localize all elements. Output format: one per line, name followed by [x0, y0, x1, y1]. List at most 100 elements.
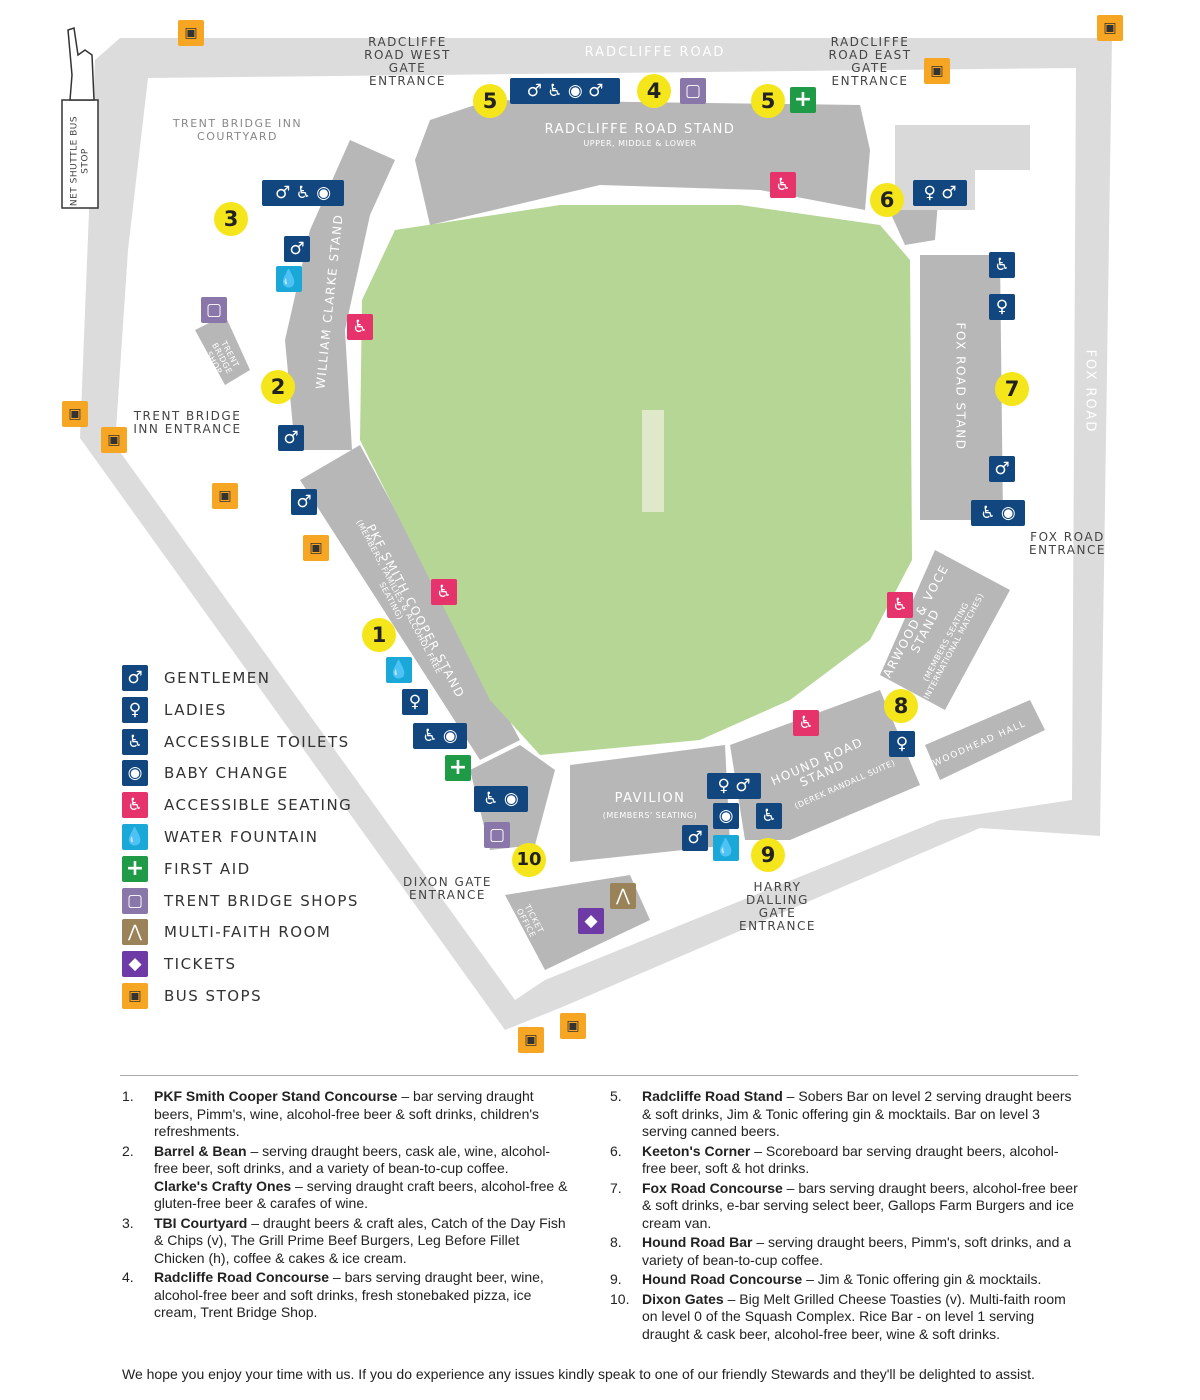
- venue-number: 1.: [122, 1088, 134, 1104]
- shop-bag-icon: ▢: [201, 297, 227, 323]
- praying-hands-icon: ⋀: [610, 883, 636, 909]
- venue-name: PKF Smith Cooper Stand Concourse: [154, 1088, 398, 1104]
- accessible-toilet-icon: ♿: [989, 252, 1015, 278]
- water-fountain-icon: 💧: [713, 835, 739, 861]
- legend-label: TICKETS: [164, 955, 237, 974]
- tb-shop-block: [195, 315, 250, 385]
- venue-marker-6[interactable]: 6: [870, 183, 904, 217]
- road-fox: FOX ROAD: [1082, 349, 1098, 434]
- divider: [120, 1075, 1078, 1076]
- venue-name: Barrel & Bean: [154, 1142, 247, 1159]
- praying-hands-icon: ⋀: [122, 919, 148, 946]
- toilets-icon: ♀ ♂: [913, 180, 967, 206]
- venue-item-10: 10.Dixon Gates – Big Melt Grilled Cheese…: [610, 1291, 1080, 1344]
- legend-label: ACCESSIBLE SEATING: [164, 796, 353, 815]
- ladies-icon: ♀: [989, 294, 1015, 320]
- venue-marker-3[interactable]: 3: [214, 202, 248, 236]
- venue-desc: – Scoreboard bar serving draught beers, …: [642, 1142, 1059, 1177]
- bus-icon: ▣: [560, 1013, 586, 1039]
- venue-desc: – Jim & Tonic offering gin & mocktails.: [802, 1271, 1042, 1287]
- water-fountain-icon: 💧: [386, 657, 412, 683]
- venue-marker-5-west[interactable]: 5: [473, 84, 507, 118]
- legend-label: LADIES: [164, 700, 227, 719]
- east-gate-label: RADCLIFFE ROAD EAST GATE ENTRANCE: [828, 35, 912, 88]
- venue-item-6: 6.Keeton's Corner – Scoreboard bar servi…: [610, 1143, 1080, 1178]
- venue-number: 2.: [122, 1142, 134, 1159]
- venue-desc: – Big Melt Grilled Cheese Toasties (v). …: [642, 1290, 1066, 1342]
- toilets-icon: ♂ ♿ ◉ ♂: [510, 78, 620, 104]
- venue-list-left: 1. PKF Smith Cooper Stand Concourse – bar…: [122, 1088, 572, 1324]
- first-aid-icon: +: [122, 855, 148, 882]
- venue-item-8: 8. Hound Road Bar – serving draught beers…: [610, 1234, 1080, 1269]
- fox-entrance-label: FOX ROAD ENTRANCE: [1029, 530, 1106, 557]
- venue-number: 4.: [122, 1269, 134, 1285]
- venue-name: Dixon Gates: [642, 1290, 724, 1307]
- venue-name: Fox Road Concourse: [642, 1179, 783, 1196]
- venue-marker-9[interactable]: 9: [751, 838, 785, 872]
- first-aid-icon: +: [445, 755, 471, 781]
- venue-marker-7[interactable]: 7: [995, 372, 1029, 406]
- baby-change-icon: ◉: [713, 803, 739, 829]
- legend-label: ACCESSIBLE TOILETS: [164, 732, 350, 751]
- shop-bag-icon: ▢: [484, 822, 510, 848]
- ticket-icon: ◆: [122, 951, 148, 978]
- bus-icon: ▣: [303, 535, 329, 561]
- hound-road-stand-block: [730, 690, 920, 840]
- radcliffe-road-stand-block: [415, 100, 870, 225]
- larwood-voce-block: [880, 550, 1010, 710]
- radcliffe-stand-sub: UPPER, MIDDLE & LOWER: [583, 139, 697, 148]
- harry-dalling-label: HARRY DALLING GATE ENTRANCE: [739, 880, 816, 933]
- venue-item-1: 1. PKF Smith Cooper Stand Concourse – bar…: [122, 1088, 572, 1141]
- venue-desc: – serving draught beers, cask ale, wine,…: [154, 1142, 551, 1177]
- legend-label: MULTI-FAITH ROOM: [164, 923, 332, 942]
- venue-marker-4[interactable]: 4: [637, 74, 671, 108]
- fox-road-stand-block: [920, 255, 1003, 520]
- bus-icon: ▣: [1097, 15, 1123, 41]
- venue-name: Radcliffe Road Concourse: [154, 1269, 330, 1285]
- venue-marker-1[interactable]: 1: [362, 618, 396, 652]
- venue-number: 6.: [610, 1142, 622, 1159]
- venue-item-2: 2. Barrel & Bean – serving draught beers,…: [122, 1143, 572, 1213]
- venue-number: 5.: [610, 1088, 622, 1104]
- accessible-toilet-icon: ♿: [122, 728, 148, 755]
- venue-number: 8.: [610, 1234, 622, 1250]
- accessible-seating-icon: ♿: [793, 710, 819, 736]
- net-shuttle-label: NET SHUTTLE BUS STOP: [69, 115, 91, 207]
- venue-name: Hound Road Concourse: [642, 1271, 803, 1287]
- accessible-seating-icon: ♿: [770, 172, 796, 198]
- venue-number: 9.: [610, 1271, 622, 1287]
- venue-name: TBI Courtyard: [154, 1214, 248, 1231]
- legend-label: FIRST AID: [164, 859, 251, 878]
- bus-icon: ▣: [178, 20, 204, 46]
- first-aid-icon: +: [790, 87, 816, 113]
- toilets-icon: ♀ ♂: [707, 773, 761, 799]
- venue-item-4: 4.Radcliffe Road Concourse – bars servin…: [122, 1269, 572, 1322]
- venue-marker-2[interactable]: 2: [261, 370, 295, 404]
- venue-desc: – Sobers Bar on level 2 serving draught …: [642, 1088, 1072, 1139]
- pointing-hand-icon: [67, 27, 95, 101]
- bus-icon: ▣: [518, 1027, 544, 1053]
- bus-icon: ▣: [122, 983, 148, 1009]
- west-gate-label: RADCLIFFE ROAD WEST GATE ENTRANCE: [364, 35, 451, 88]
- playing-field: [360, 205, 912, 755]
- gentlemen-icon: ♂: [682, 825, 708, 851]
- baby-change-icon: ◉: [122, 760, 148, 787]
- venue-marker-5-east[interactable]: 5: [751, 84, 785, 118]
- legend-label: TRENT BRIDGE SHOPS: [164, 891, 359, 910]
- toilets-icon: ♿ ◉: [474, 786, 528, 812]
- venue-item-7: 7.Fox Road Concourse – bars serving drau…: [610, 1180, 1080, 1233]
- pavilion-sub: (MEMBERS' SEATING): [602, 811, 698, 820]
- accessible-seating-icon: ♿: [887, 592, 913, 618]
- venue-desc: – serving draught beers, Pimm's, soft dr…: [642, 1234, 1072, 1268]
- tbi-entrance-label: TRENT BRIDGE INN ENTRANCE: [133, 409, 242, 436]
- venue-desc: – bar serving draught beers, Pimm's, win…: [154, 1088, 540, 1139]
- william-clarke-stand-block: [285, 140, 395, 450]
- ticket-icon: ◆: [578, 908, 604, 934]
- wicket: [642, 410, 664, 512]
- ladies-icon: ♀: [889, 731, 915, 757]
- venue-marker-8[interactable]: 8: [884, 689, 918, 723]
- venue-name: Hound Road Bar: [642, 1234, 753, 1250]
- gentlemen-icon: ♂: [291, 489, 317, 515]
- bus-icon: ▣: [62, 401, 88, 427]
- venue-marker-10[interactable]: 10: [512, 843, 546, 877]
